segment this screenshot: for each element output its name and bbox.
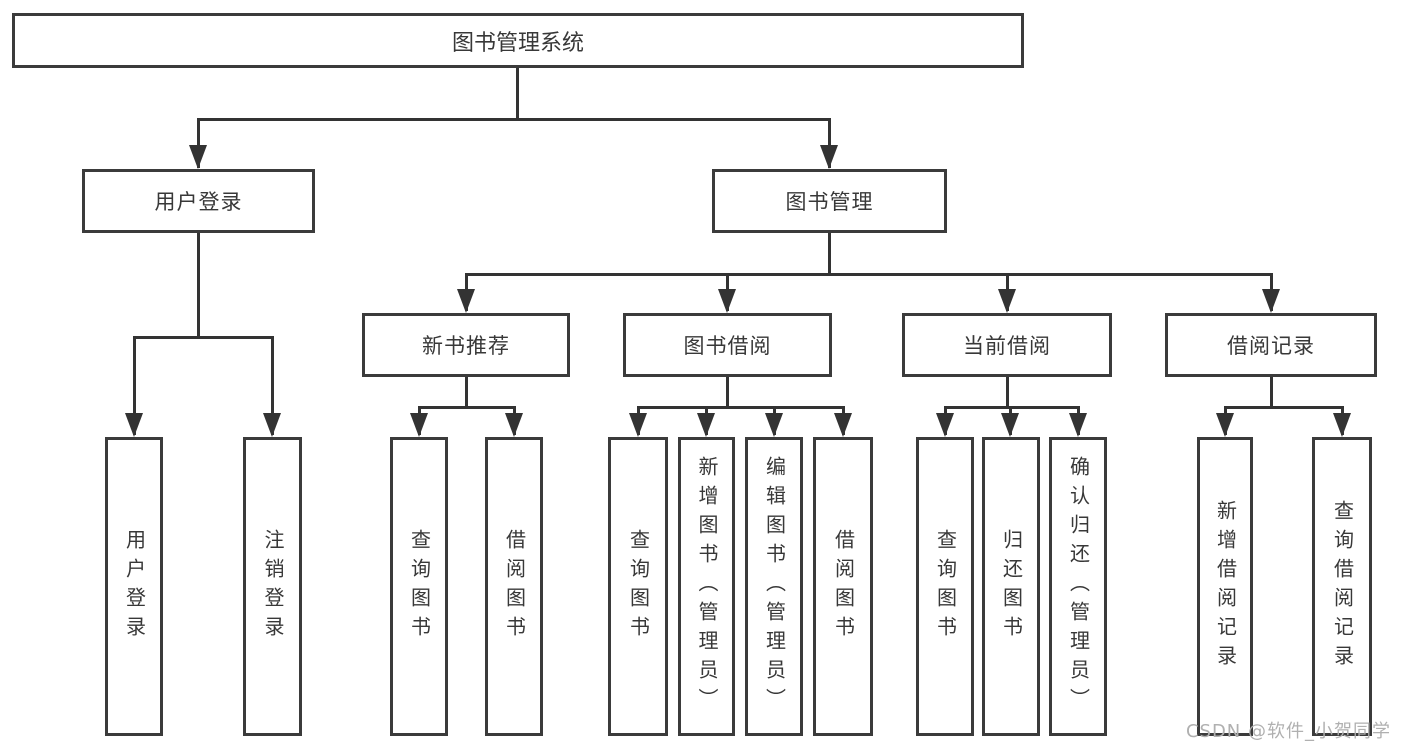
- arrow-down-icon: [189, 145, 207, 169]
- node-leaf-query-book-rec: 查询图书: [390, 437, 448, 736]
- node-leaf-borrow-book-bb: 借阅图书: [813, 437, 873, 736]
- node-label: 查询借阅记录: [1330, 499, 1355, 674]
- node-label: 图书管理系统: [451, 30, 584, 56]
- arrow-down-icon: [834, 413, 852, 437]
- node-label: 借阅记录: [1227, 334, 1315, 358]
- node-label: 用户登录: [154, 190, 243, 214]
- arrow-down-icon: [765, 413, 783, 437]
- node-leaf-edit-book-admin: 编辑图书（管理员）: [745, 437, 803, 736]
- csdn-watermark: CSDN @软件_小贺同学: [1185, 721, 1391, 742]
- connector-line: [133, 336, 274, 339]
- arrow-down-icon: [457, 289, 475, 313]
- connector-line: [516, 66, 519, 118]
- connector-line: [418, 406, 515, 409]
- node-label: 图书借阅: [683, 334, 772, 358]
- arrow-down-icon: [1333, 413, 1351, 437]
- arrow-down-icon: [125, 413, 143, 437]
- arrow-down-icon: [263, 413, 281, 437]
- node-user-login-group: 用户登录: [82, 169, 315, 233]
- arrow-down-icon: [505, 413, 523, 437]
- connector-line: [726, 377, 729, 406]
- arrow-down-icon: [1001, 413, 1019, 437]
- node-leaf-query-book-bb: 查询图书: [608, 437, 668, 736]
- arrow-down-icon: [718, 289, 736, 313]
- connector-line: [944, 406, 1080, 409]
- node-label: 归还图书: [999, 528, 1024, 645]
- node-current-borrowing: 当前借阅: [902, 313, 1112, 377]
- connector-line: [465, 377, 468, 406]
- arrow-down-icon: [998, 289, 1016, 313]
- node-leaf-return-book: 归还图书: [982, 437, 1040, 736]
- node-library-management-system: 图书管理系统: [12, 13, 1024, 68]
- connector-line: [1270, 377, 1273, 406]
- arrow-down-icon: [1216, 413, 1234, 437]
- node-leaf-query-book-cb: 查询图书: [916, 437, 974, 736]
- arrow-down-icon: [697, 413, 715, 437]
- connector-line: [828, 233, 831, 273]
- node-leaf-add-book-admin: 新增图书（管理员）: [678, 437, 735, 736]
- node-book-borrowing: 图书借阅: [623, 313, 832, 377]
- node-label: 图书管理: [785, 190, 874, 214]
- connector-line: [197, 233, 200, 336]
- arrow-down-icon: [410, 413, 428, 437]
- node-label: 借阅图书: [502, 528, 527, 645]
- connector-line: [828, 118, 831, 168]
- node-new-book-recommendation: 新书推荐: [362, 313, 570, 377]
- node-label: 编辑图书（管理员）: [762, 456, 787, 717]
- node-label: 当前借阅: [963, 334, 1051, 358]
- node-label: 查询图书: [407, 528, 432, 645]
- node-book-management-group: 图书管理: [712, 169, 947, 233]
- node-leaf-add-borrow-record: 新增借阅记录: [1197, 437, 1253, 736]
- arrow-down-icon: [936, 413, 954, 437]
- connector-line: [133, 336, 136, 435]
- node-label: 查询图书: [933, 528, 958, 645]
- connector-line: [1224, 406, 1343, 409]
- connector-line: [197, 118, 200, 168]
- node-label: 新增图书（管理员）: [695, 456, 719, 717]
- node-label: 新书推荐: [422, 334, 510, 358]
- node-label: 新增借阅记录: [1213, 499, 1238, 674]
- node-leaf-borrow-book-rec: 借阅图书: [485, 437, 543, 736]
- node-leaf-query-borrow-record: 查询借阅记录: [1312, 437, 1372, 736]
- connector-line: [1006, 377, 1009, 406]
- node-label: 注销登录: [261, 528, 285, 645]
- connector-line: [637, 406, 844, 409]
- node-borrowing-records: 借阅记录: [1165, 313, 1377, 377]
- arrow-down-icon: [1262, 289, 1280, 313]
- node-leaf-logout: 注销登录: [243, 437, 302, 736]
- node-label: 确认归还（管理员）: [1066, 456, 1091, 717]
- arrow-down-icon: [820, 145, 838, 169]
- node-label: 借阅图书: [831, 528, 856, 645]
- connector-line: [465, 273, 1272, 276]
- node-label: 用户登录: [122, 528, 147, 645]
- connector-line: [271, 336, 274, 435]
- node-leaf-confirm-return-admin: 确认归还（管理员）: [1049, 437, 1107, 736]
- node-leaf-user-login: 用户登录: [105, 437, 163, 736]
- connector-line: [197, 118, 830, 121]
- arrow-down-icon: [629, 413, 647, 437]
- arrow-down-icon: [1069, 413, 1087, 437]
- node-label: 查询图书: [626, 528, 651, 645]
